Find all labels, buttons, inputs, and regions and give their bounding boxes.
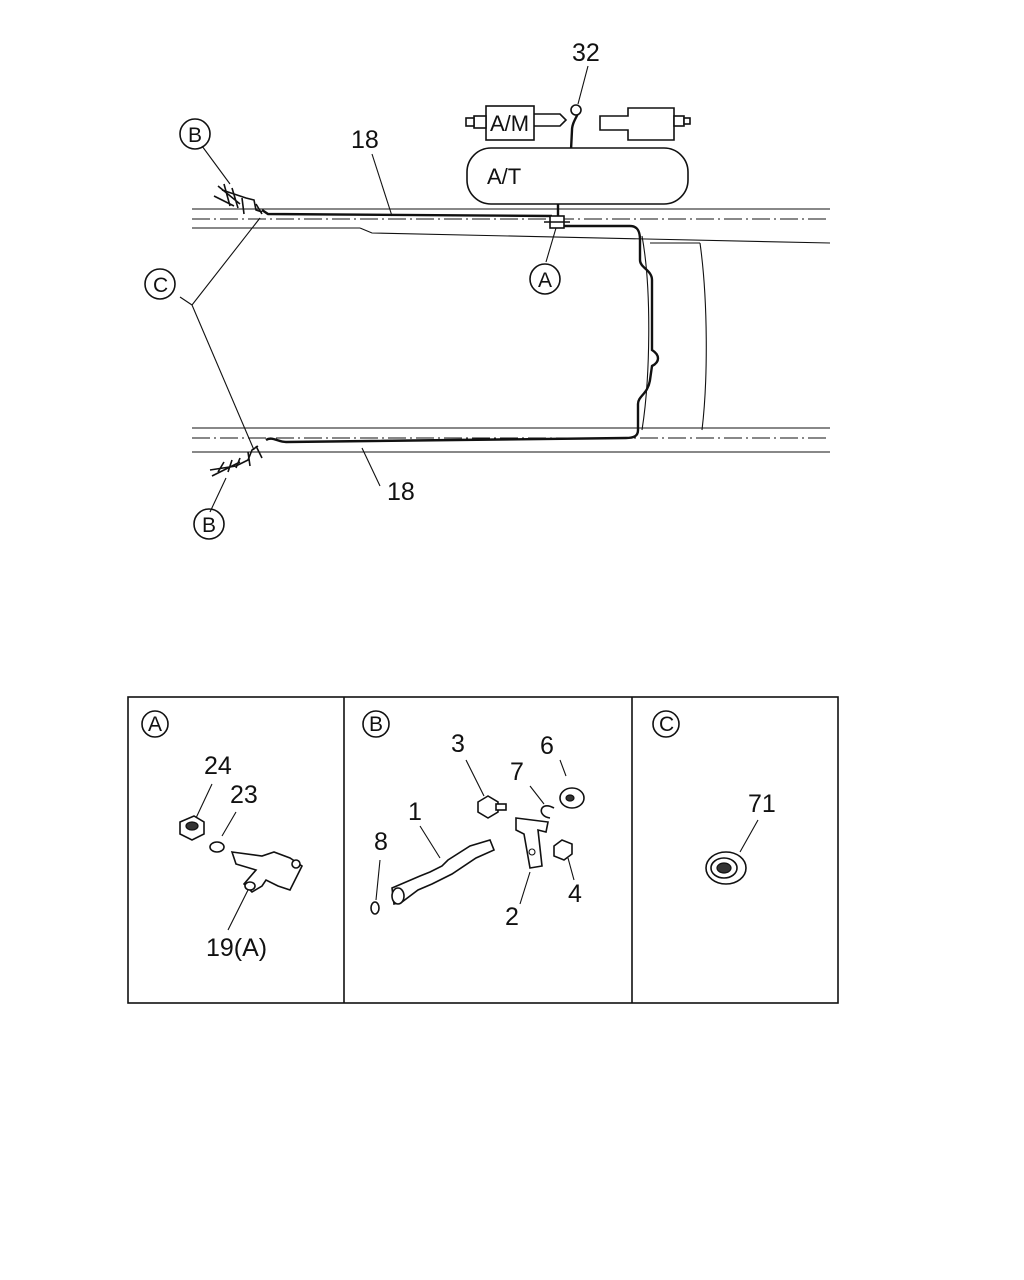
svg-text:A: A (538, 269, 552, 292)
part-label-19a: 19(A) (206, 934, 267, 962)
callout-b-top: B (179, 118, 211, 150)
b-bracket-top (213, 183, 263, 215)
part-label-2: 2 (505, 903, 519, 931)
callout-a: A (529, 263, 561, 295)
detail-c-header: C (659, 713, 674, 736)
part-label-3: 3 (451, 730, 465, 758)
detail-a-header: A (148, 713, 162, 736)
detail-panel (127, 696, 839, 1004)
svg-text:B: B (188, 124, 202, 147)
detail-box-c: C 71 (652, 710, 776, 885)
part-label-8: 8 (374, 828, 388, 856)
part-label-7: 7 (510, 758, 524, 786)
leader-lines (179, 65, 589, 513)
at-label: A/T (487, 164, 521, 189)
pipe-label-top: 18 (351, 126, 379, 154)
part-label-6: 6 (540, 732, 554, 760)
part-label-4: 4 (568, 880, 582, 908)
callout-c: C (144, 268, 176, 300)
svg-text:C: C (153, 274, 168, 297)
at-component: A/T (466, 147, 689, 205)
part-label-1: 1 (408, 798, 422, 826)
detail-b-header: B (369, 713, 383, 736)
pipe-label-bottom: 18 (387, 478, 415, 506)
am-label: A/M (490, 111, 529, 136)
detail-box-b: B 3 6 7 1 8 2 4 (362, 710, 585, 931)
frame-rails (192, 208, 831, 453)
b-bracket-bottom (209, 445, 263, 477)
part-label-71: 71 (748, 790, 776, 818)
part-label-24: 24 (204, 752, 232, 780)
detail-box-a: A 24 23 19(A) (141, 710, 304, 962)
hose-label: 32 (572, 39, 600, 67)
svg-text:B: B (202, 514, 216, 537)
tee-fitting-a (544, 215, 570, 229)
part-label-23: 23 (230, 781, 258, 809)
am-component: A/M (465, 105, 691, 141)
callout-b-bottom: B (193, 508, 225, 540)
